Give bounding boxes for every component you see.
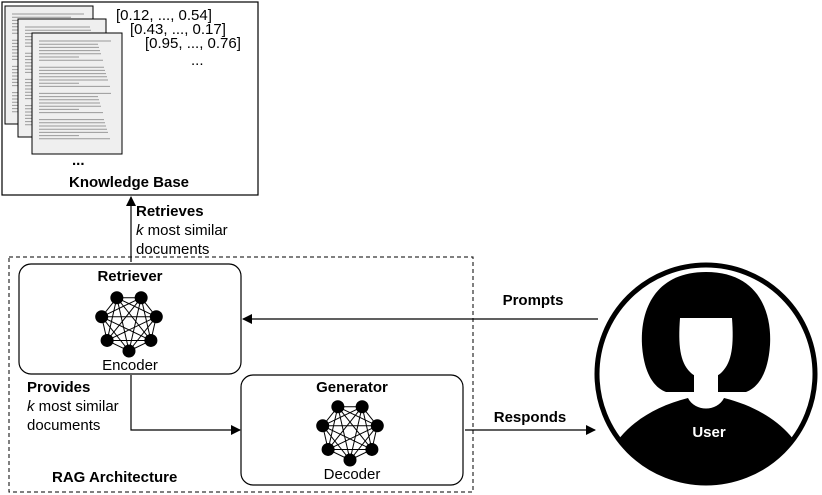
network-edge — [361, 406, 373, 450]
responds-label: Responds — [494, 409, 567, 426]
retrieves-line1: most similar — [144, 222, 228, 239]
decoder-label: Decoder — [324, 466, 381, 483]
retriever-box — [18, 263, 242, 375]
network-node — [355, 400, 369, 414]
network-edge — [140, 297, 152, 341]
rag-architecture-label: RAG Architecture — [52, 469, 177, 486]
provides-title: Provides — [27, 379, 90, 396]
network-edge — [116, 297, 130, 352]
network-edge — [327, 406, 363, 450]
generator-box — [240, 374, 464, 486]
network-edge — [337, 406, 373, 450]
network-edge — [116, 297, 157, 318]
encoder-label: Encoder — [102, 357, 158, 374]
network-edge — [106, 316, 157, 341]
prompts-label: Prompts — [503, 292, 564, 309]
network-edge — [106, 297, 142, 341]
generator-title: Generator — [316, 379, 388, 396]
provides-k: k — [27, 398, 36, 415]
network-edge — [327, 406, 339, 450]
network-node — [321, 442, 335, 456]
network-node — [343, 453, 357, 467]
document-page-3 — [31, 32, 123, 155]
vectors-ellipsis: ... — [191, 52, 204, 69]
provides-description-line2: documents — [27, 417, 100, 434]
network-edge — [101, 297, 142, 318]
retrieves-description-line2: documents — [136, 241, 209, 258]
embedding-vector: [0.95, ..., 0.76] — [145, 35, 241, 52]
network-node — [122, 344, 136, 358]
retriever-network-icon — [95, 291, 163, 358]
network-node — [331, 400, 345, 414]
network-node — [95, 310, 109, 324]
network-node — [316, 419, 330, 433]
network-edge — [116, 297, 152, 341]
user-silhouette-icon — [600, 272, 812, 481]
network-node — [370, 419, 384, 433]
embedding-vector: [0.12, ..., 0.54] — [116, 7, 212, 24]
network-edge — [101, 316, 130, 352]
provides-description: k most similar — [27, 398, 119, 415]
network-node — [100, 333, 114, 347]
network-node — [110, 291, 124, 305]
retriever-title: Retriever — [97, 268, 162, 285]
embedding-vector: [0.43, ..., 0.17] — [130, 21, 226, 38]
retrieves-description: k most similar — [136, 222, 228, 239]
network-edge — [349, 406, 363, 461]
network-edge — [337, 406, 378, 427]
user-label: User — [692, 424, 726, 441]
network-edge — [128, 316, 157, 352]
generator-network-icon — [316, 400, 384, 467]
documents-ellipsis: ... — [72, 152, 85, 169]
retrieves-title: Retrieves — [136, 203, 204, 220]
network-node — [365, 442, 379, 456]
network-node — [149, 310, 163, 324]
network-edge — [327, 425, 378, 450]
retrieves-k: k — [136, 222, 145, 239]
network-node — [144, 333, 158, 347]
rag-architecture-boundary — [8, 256, 474, 493]
provides-line1: most similar — [35, 398, 119, 415]
network-edge — [106, 297, 118, 341]
provides-arrow — [130, 375, 241, 435]
network-edge — [322, 425, 373, 450]
document-stack — [4, 5, 123, 155]
network-edge — [337, 406, 351, 461]
network-edge — [322, 425, 351, 461]
user-avatar: User — [594, 262, 818, 486]
network-edge — [101, 316, 152, 341]
network-edge — [349, 425, 378, 461]
knowledge-base-label: Knowledge Base — [69, 174, 189, 191]
network-node — [134, 291, 148, 305]
network-edge — [128, 297, 142, 352]
network-edge — [322, 406, 363, 427]
